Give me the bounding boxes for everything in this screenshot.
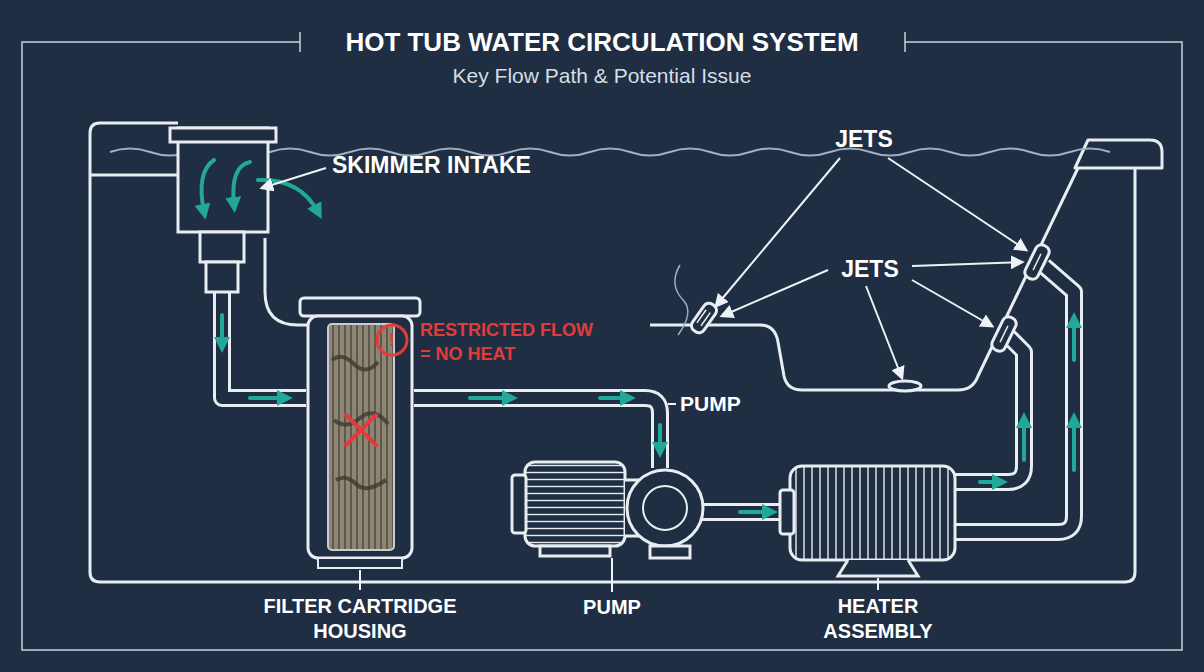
warning-icon [377,325,407,355]
part-label: FILTER CARTRIDGE HOUSING [248,594,473,644]
part-label: SKIMMER INTAKE [332,152,531,178]
tub-shell [90,123,1162,582]
leader-lines [360,404,878,592]
jets [675,243,1051,391]
page-frame [22,32,1182,650]
leader-lines [262,158,1026,378]
part-label: JETS [835,126,893,152]
pump-unit [512,462,703,558]
warning-mark: ! [389,329,395,351]
diagram-title: HOT TUB WATER CIRCULATION SYSTEM [339,27,864,58]
flow-arrows [202,160,1074,512]
part-label: HEATER ASSEMBLY [803,594,953,644]
part-label: JETS [841,256,899,282]
skimmer [170,128,276,292]
subtitle: Key Flow Path & Potential Issue [453,64,752,88]
part-label: PUMP [680,392,741,416]
part-label: PUMP [583,596,641,619]
warning-note: RESTRICTED FLOW = NO HEAT [420,318,605,367]
filter-housing [300,298,420,568]
heater-unit [780,466,955,576]
